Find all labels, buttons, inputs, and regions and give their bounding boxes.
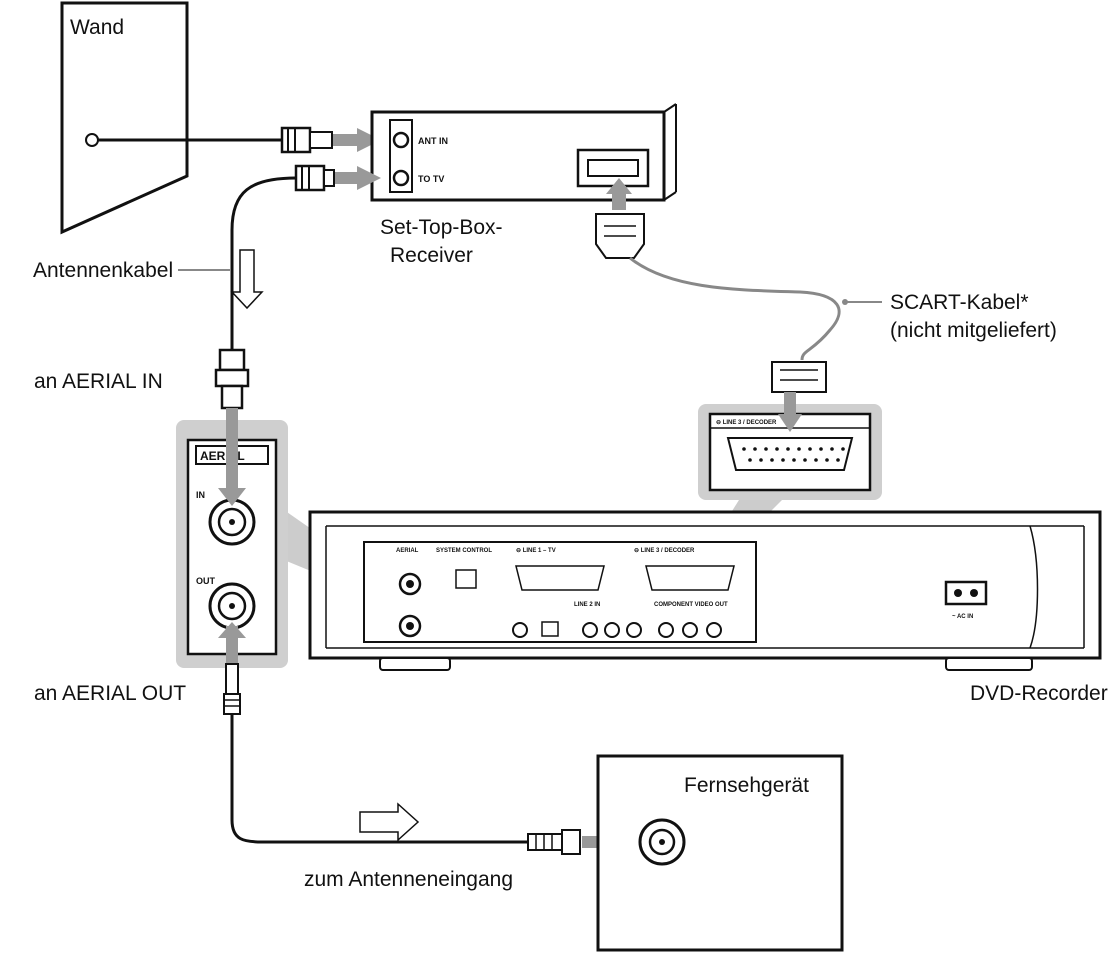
scart-cable: SCART-Kabel* (nicht mitgeliefert) — [595, 178, 1057, 432]
dvd-recorder-label: DVD-Recorder — [970, 682, 1108, 705]
ac-in-socket-icon — [944, 580, 988, 606]
scart-cable-label-line1: SCART-Kabel* — [890, 291, 1029, 314]
aerial-out-label: an AERIAL OUT — [34, 682, 186, 705]
wall-cable — [98, 126, 381, 154]
dvd-aerial-label: AERIAL — [396, 548, 419, 554]
antenna-input-label: zum Antenneneingang — [304, 868, 513, 891]
set-top-box: ANT IN TO TV Set-Top-Box- Receiver — [370, 103, 677, 267]
wall-label: Wand — [70, 16, 124, 39]
aerial-in-label: an AERIAL IN — [34, 370, 163, 393]
dvd-component-label: COMPONENT VIDEO OUT — [654, 602, 728, 608]
dvd-line1-label: ⊖ LINE 1 – TV — [516, 548, 556, 554]
ant-in-port-label: ANT IN — [418, 136, 448, 146]
scart-callout-label: ⊖ LINE 3 / DECODER — [716, 420, 777, 426]
dvd-line2-label: LINE 2 IN — [574, 602, 600, 608]
wall-socket-icon — [85, 133, 99, 147]
set-top-box-label-line2: Receiver — [390, 244, 473, 267]
signal-direction-arrow-icon — [230, 249, 264, 310]
to-tv-port-label: TO TV — [418, 174, 444, 184]
dvd-system-control-label: SYSTEM CONTROL — [436, 548, 492, 554]
dvd-line3-label: ⊖ LINE 3 / DECODER — [634, 548, 695, 554]
scart-cable-label-line2: (nicht mitgeliefert) — [890, 319, 1057, 342]
aerial-in-port-label: IN — [196, 490, 205, 500]
set-top-box-label-line1: Set-Top-Box- — [380, 216, 503, 239]
to-tv-jack-icon — [392, 169, 410, 187]
antenna-cable-label: Antennenkabel — [33, 259, 173, 282]
tv-label: Fernsehgerät — [684, 774, 809, 797]
wall: Wand — [60, 1, 189, 235]
television: Fernsehgerät — [596, 754, 844, 952]
signal-flow-arrow-icon — [359, 802, 420, 842]
tv-cable: an AERIAL OUT zum Antenneneingang — [34, 622, 632, 891]
dvd-ac-in-label: ~ AC IN — [952, 614, 973, 620]
ant-in-jack-icon — [392, 131, 410, 149]
aerial-out-port-label: OUT — [196, 576, 216, 586]
dvd-recorder: AERIAL SYSTEM CONTROL ⊖ LINE 1 – TV ⊖ LI… — [308, 510, 1108, 705]
scart-callout: ⊖ LINE 3 / DECODER — [698, 404, 882, 562]
scart-pins-icon — [742, 447, 845, 462]
